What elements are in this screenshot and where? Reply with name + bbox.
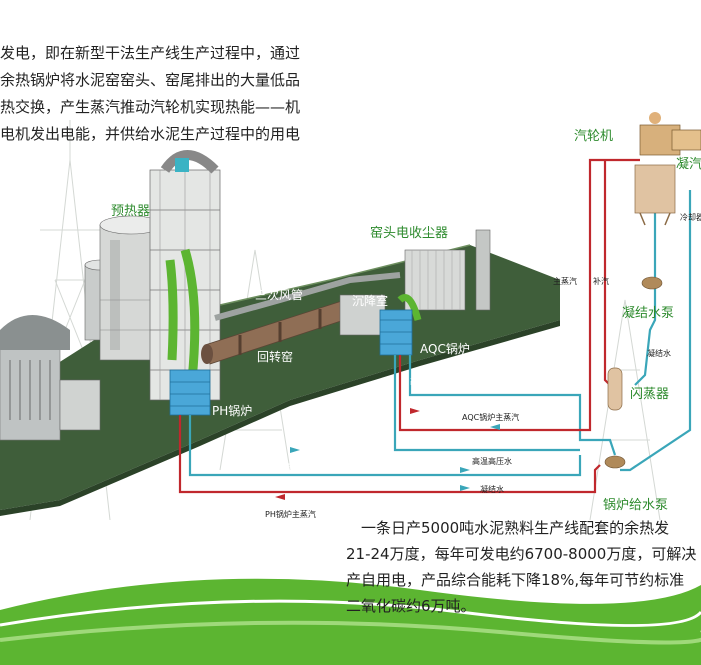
label-kiln-head-precipitator: 窑头电收尘器 (370, 226, 449, 241)
label-condensate-pump: 凝结水泵 (622, 306, 675, 321)
label-preheater: 预热器 (111, 204, 151, 219)
label-settling-chamber: 沉降室 (352, 294, 389, 308)
label-aqc-main-steam: AQC锅炉主蒸汽 (462, 413, 520, 422)
intro-paragraph: 发电，即在新型干法生产线生产过程中，通过 余热锅炉将水泥窑窑头、窑尾排出的大量低… (0, 40, 330, 148)
bottom-green-sweep (0, 578, 701, 665)
label-rotary-kiln: 回转窑 (257, 350, 294, 364)
label-main-steam: 主蒸汽 (553, 277, 577, 286)
label-ph-boiler: PH锅炉 (212, 404, 253, 418)
label-tertiary-air-duct: 三次风管 (255, 288, 304, 302)
factory-ground-edge (0, 320, 560, 516)
label-flash-evaporator: 闪蒸器 (630, 387, 670, 402)
summary-line: 产自用电，产品综合能耗下降18%,每年可节约标准 (346, 571, 685, 589)
label-turbine: 汽轮机 (574, 129, 614, 144)
label-aqc-boiler: AQC锅炉 (420, 342, 470, 356)
label-condenser: 凝汽 (676, 157, 701, 172)
ph-boiler-unit (169, 369, 211, 416)
intro-line: 热交换，产生蒸汽推动汽轮机实现热能——机 (0, 98, 301, 116)
boiler-feed-pump-unit (604, 455, 626, 469)
summary-line: 二氧化碳约6万吨。 (346, 597, 476, 615)
label-cooling-water: 冷却器 (680, 213, 701, 222)
label-boiler-feed-pump: 锅炉给水泵 (603, 498, 669, 513)
label-ph-main-steam: PH锅炉主蒸汽 (265, 510, 316, 519)
condensate-pump-unit (641, 276, 663, 290)
summary-line: 21-24万度，每年可发电约6700-8000万度，可解决 (346, 545, 697, 563)
summary-line: 一条日产5000吨水泥熟料生产线配套的余热发 (346, 519, 670, 537)
label-aqc-hp-water: 高温高压水 (410, 377, 450, 386)
label-make-up-steam: 补汽 (593, 277, 609, 286)
factory-ground (0, 245, 560, 510)
intro-line: 余热锅炉将水泥窑窑头、窑尾排出的大量低品 (0, 71, 301, 89)
intro-line: 发电，即在新型干法生产线生产过程中，通过 (0, 44, 301, 62)
turbine-unit (639, 112, 701, 156)
kiln-head-units (339, 229, 491, 336)
flash-evaporator-unit (607, 367, 623, 411)
label-condensate-water-right: 凝结水 (647, 349, 671, 358)
condenser-unit (634, 164, 676, 226)
label-hp-water-low: 高温高压水 (267, 462, 307, 471)
intro-line: 电机发出电能，并供给水泥生产过程中的用电 (0, 125, 301, 143)
aqc-boiler-unit (379, 309, 413, 356)
summary-paragraph: 一条日产5000吨水泥熟料生产线配套的余热发 21-24万度，每年可发电约670… (346, 515, 701, 619)
rotary-kiln (201, 272, 401, 365)
label-hp-water-mid: 高温高压水 (472, 457, 512, 466)
flow-arrows (275, 408, 500, 500)
label-condensate-water-low: 凝结水 (480, 485, 504, 494)
water-pipes (188, 190, 692, 477)
